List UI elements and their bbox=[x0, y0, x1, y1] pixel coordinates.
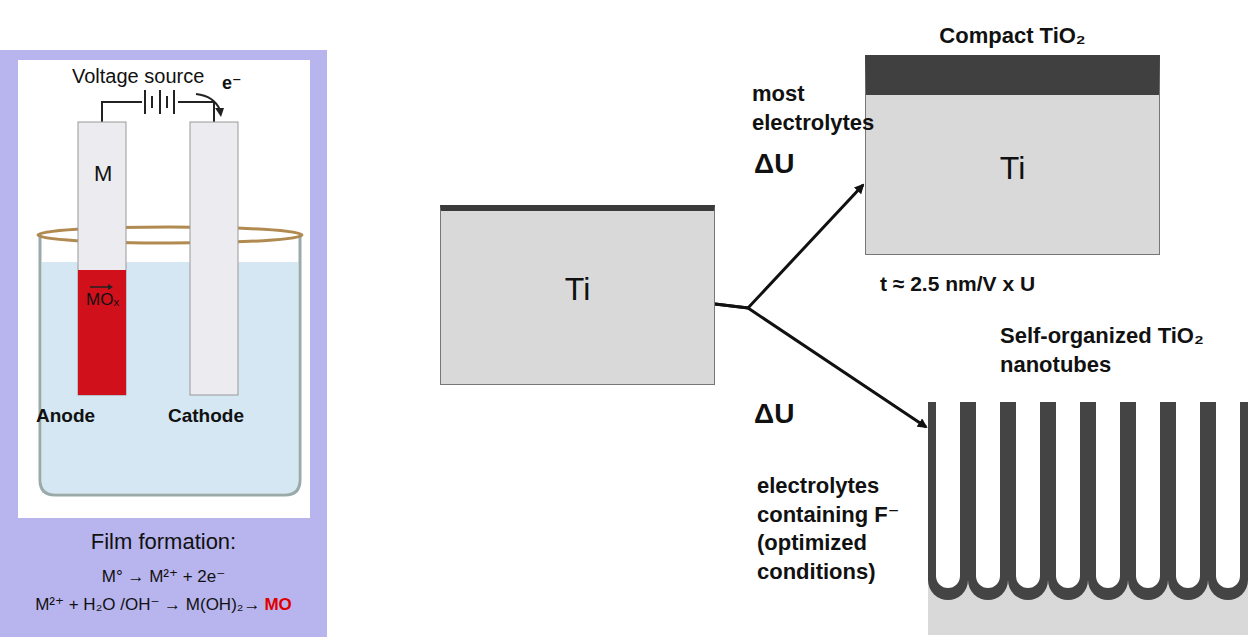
nanotube-sample: Self-organized TiO₂ nanotubes bbox=[928, 322, 1248, 635]
annotation-label: MOₓ bbox=[86, 289, 119, 311]
process-arrow bbox=[715, 304, 926, 427]
annotation-label: Anode bbox=[36, 404, 95, 429]
structure-heading: Self-organized TiO₂ nanotubes bbox=[1000, 322, 1248, 379]
electron-arrowhead bbox=[215, 108, 224, 117]
electron-arrow bbox=[196, 94, 220, 110]
illustration-card bbox=[18, 60, 310, 518]
growth-arrow bbox=[90, 286, 108, 288]
panel-ground bbox=[0, 50, 327, 637]
nanotube-array bbox=[928, 402, 1248, 635]
annotation-label: most electrolytes bbox=[752, 80, 892, 137]
voltage-label: ΔU bbox=[752, 148, 796, 180]
material-label: Ti bbox=[441, 271, 714, 308]
compact-oxide-sample: Compact TiO₂Ti bbox=[865, 55, 1160, 255]
equation-text: M²⁺ + H₂O /OH⁻ → M(OH)₂→ bbox=[35, 595, 260, 614]
electrolyte bbox=[42, 262, 298, 493]
battery-symbol bbox=[145, 90, 174, 114]
wire bbox=[102, 102, 214, 122]
annotation-label: Film formation: bbox=[0, 528, 327, 557]
annotation-label: Cathode bbox=[168, 404, 244, 429]
titanium-substrate: Ti bbox=[440, 205, 715, 385]
voltage-label: ΔU bbox=[752, 398, 796, 430]
annotation-label: M bbox=[94, 160, 112, 189]
process-arrow bbox=[715, 185, 863, 308]
cathode-plate bbox=[190, 122, 238, 395]
annotation-label: electrolytes containing F⁻ (optimized co… bbox=[757, 472, 907, 586]
anode-plate bbox=[78, 122, 126, 395]
layer-heading: Compact TiO₂ bbox=[866, 23, 1159, 49]
oxide-film bbox=[78, 270, 126, 395]
annotation-label: t ≈ 2.5 nm/V x U bbox=[880, 270, 1035, 297]
annotation-label: Voltage source bbox=[72, 63, 204, 89]
annotation-label: M° → M²⁺ + 2e⁻ bbox=[0, 566, 327, 588]
growth-arrowhead bbox=[108, 284, 113, 290]
beaker bbox=[40, 235, 300, 495]
product-label: MO bbox=[264, 595, 291, 614]
annotation-label: e⁻ bbox=[222, 72, 242, 95]
material-label: Ti bbox=[866, 150, 1159, 187]
equation-line: M²⁺ + H₂O /OH⁻ → M(OH)₂→MO bbox=[0, 594, 327, 615]
